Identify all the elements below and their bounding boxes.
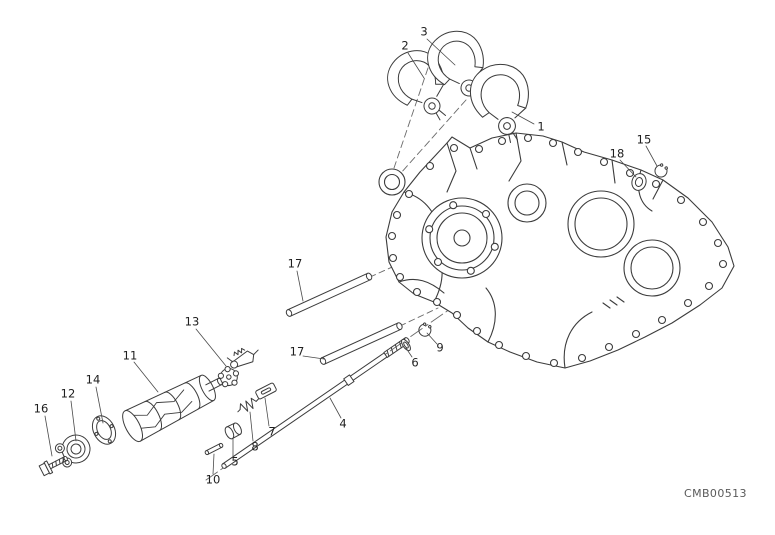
callout-11: 11: [122, 348, 138, 363]
detent-star-wheel: [217, 366, 240, 388]
return-spring: [237, 397, 259, 413]
shaft-circlip: [418, 322, 432, 337]
callout-12: 12: [60, 386, 76, 401]
spacer-bush: [224, 422, 242, 440]
callout-9: 9: [436, 340, 444, 355]
callout-18: 18: [609, 146, 625, 161]
crankcase-half: [378, 132, 735, 369]
bolt-holes: [387, 133, 728, 368]
callout-1: 1: [537, 119, 545, 134]
retaining-flange: [54, 434, 91, 468]
callout-14: 14: [85, 372, 101, 387]
flange-screw: [38, 455, 68, 477]
gear-selector-drum: [122, 366, 240, 443]
shift-fork-left: [377, 40, 464, 135]
fork-rod-lower: [319, 322, 403, 365]
fork-rod-upper: [285, 272, 373, 317]
callout-17-a: 17: [287, 256, 303, 271]
callout-8: 8: [251, 439, 259, 454]
selector-plate: [255, 382, 277, 400]
detent-pawl: [226, 347, 259, 369]
case-washer: [631, 173, 647, 191]
callout-6: 6: [411, 355, 419, 370]
drum-bearing: [91, 415, 117, 445]
callout-16: 16: [33, 401, 49, 416]
callout-15: 15: [636, 132, 652, 147]
callout-2: 2: [401, 38, 409, 53]
cast-marks: [602, 296, 625, 309]
callout-17-b: 17: [289, 344, 305, 359]
callout-13: 13: [184, 314, 200, 329]
callout-3: 3: [420, 24, 428, 39]
shaft-washer: [401, 338, 411, 352]
callout-7: 7: [268, 424, 276, 439]
case-circlip: [654, 163, 668, 178]
callout-leader-lines: [44, 38, 658, 475]
callout-4: 4: [339, 416, 347, 431]
drawing-code: CMB00513: [684, 487, 747, 500]
locating-pin: [204, 442, 224, 456]
callout-10: 10: [205, 472, 221, 487]
callout-5: 5: [231, 454, 239, 469]
